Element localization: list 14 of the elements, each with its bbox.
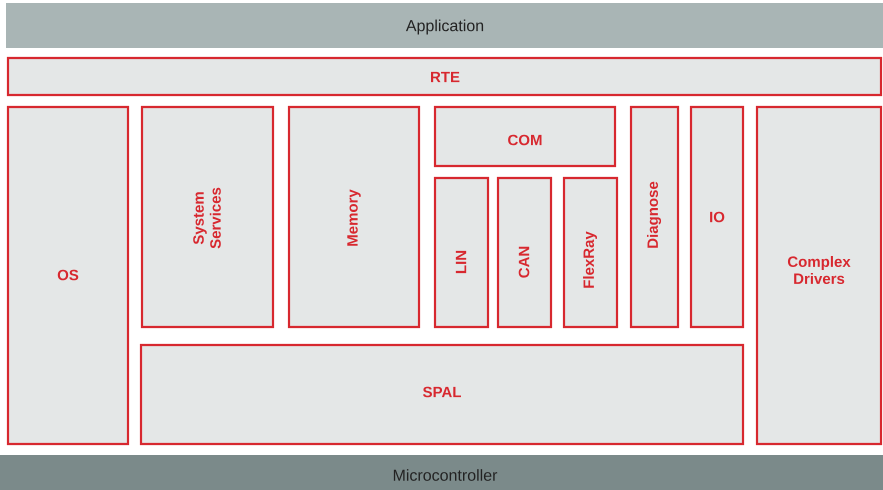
- module-box: COM: [434, 106, 616, 168]
- layer-band: Application: [6, 3, 883, 48]
- module-box: IO: [690, 106, 744, 328]
- module-box: System Services: [140, 106, 274, 328]
- module-box: Complex Drivers: [756, 106, 882, 446]
- module-box: OS: [6, 106, 130, 446]
- module-box: FlexRay: [562, 176, 618, 328]
- module-box: Diagnose: [630, 106, 680, 328]
- module-box: Memory: [288, 106, 420, 328]
- module-box: CAN: [496, 176, 552, 328]
- layer-band: Microcontroller: [0, 455, 883, 490]
- module-box: LIN: [434, 176, 490, 328]
- module-box: SPAL: [140, 344, 744, 446]
- module-box: RTE: [6, 56, 882, 96]
